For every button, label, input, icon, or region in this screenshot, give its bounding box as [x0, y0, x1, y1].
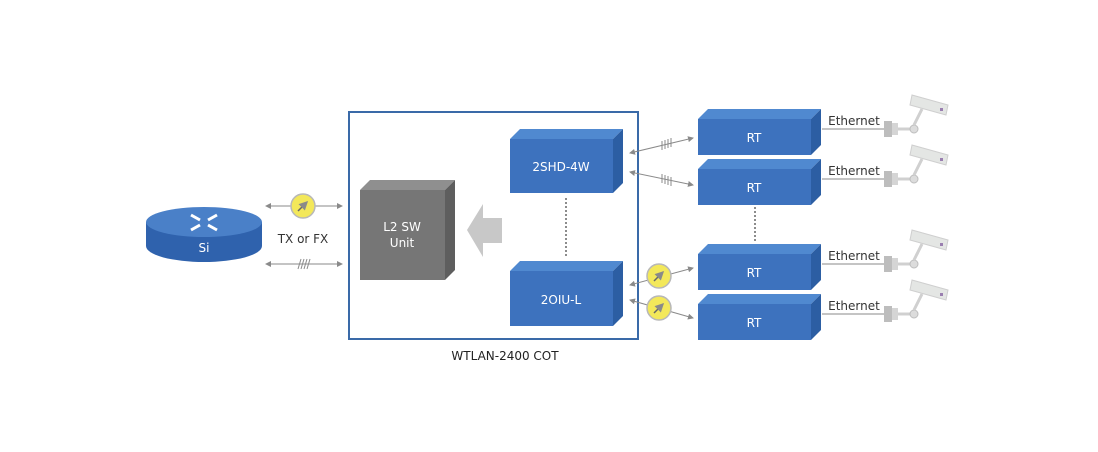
cot-frame	[348, 111, 639, 340]
module-label: 2SHD-4W	[532, 160, 589, 174]
module-2oiu-l: 2OIU-L	[510, 261, 623, 326]
l2-switch-unit: L2 SW Unit	[360, 180, 455, 280]
link-type-label: TX or FX	[277, 232, 329, 246]
switch-label-line1: L2 SW	[383, 220, 421, 234]
cot-caption: WTLAN-2400 COT	[451, 349, 559, 363]
rt-label: RT	[747, 266, 762, 280]
rt-label: RT	[747, 181, 762, 195]
ethernet-label: Ethernet	[828, 249, 880, 263]
module-label: 2OIU-L	[541, 293, 582, 307]
uplink-optical	[265, 193, 343, 219]
uplink-copper	[265, 258, 343, 270]
ethernet-label: Ethernet	[828, 164, 880, 178]
rt-unit: RT Ethernet	[698, 229, 949, 290]
switch-label-line2: Unit	[390, 236, 415, 250]
router-label: Si	[199, 241, 210, 255]
left-arrow-icon	[467, 204, 502, 257]
ethernet-label: Ethernet	[828, 114, 880, 128]
router-icon: Si	[146, 207, 262, 262]
rt-label: RT	[747, 131, 762, 145]
optical-transceiver-icon	[646, 263, 672, 289]
ethernet-label: Ethernet	[828, 299, 880, 313]
cctv-camera-icon	[884, 279, 949, 322]
optical-transceiver-icon	[646, 295, 672, 321]
cctv-camera-icon	[884, 229, 949, 272]
rt-unit: RT Ethernet	[698, 279, 949, 340]
cctv-camera-icon	[884, 144, 949, 187]
rt-label: RT	[747, 316, 762, 330]
cctv-camera-icon	[884, 94, 949, 137]
rt-unit: RT Ethernet	[698, 94, 949, 155]
module-2shd-4w: 2SHD-4W	[510, 129, 623, 193]
rt-unit: RT Ethernet	[698, 144, 949, 205]
